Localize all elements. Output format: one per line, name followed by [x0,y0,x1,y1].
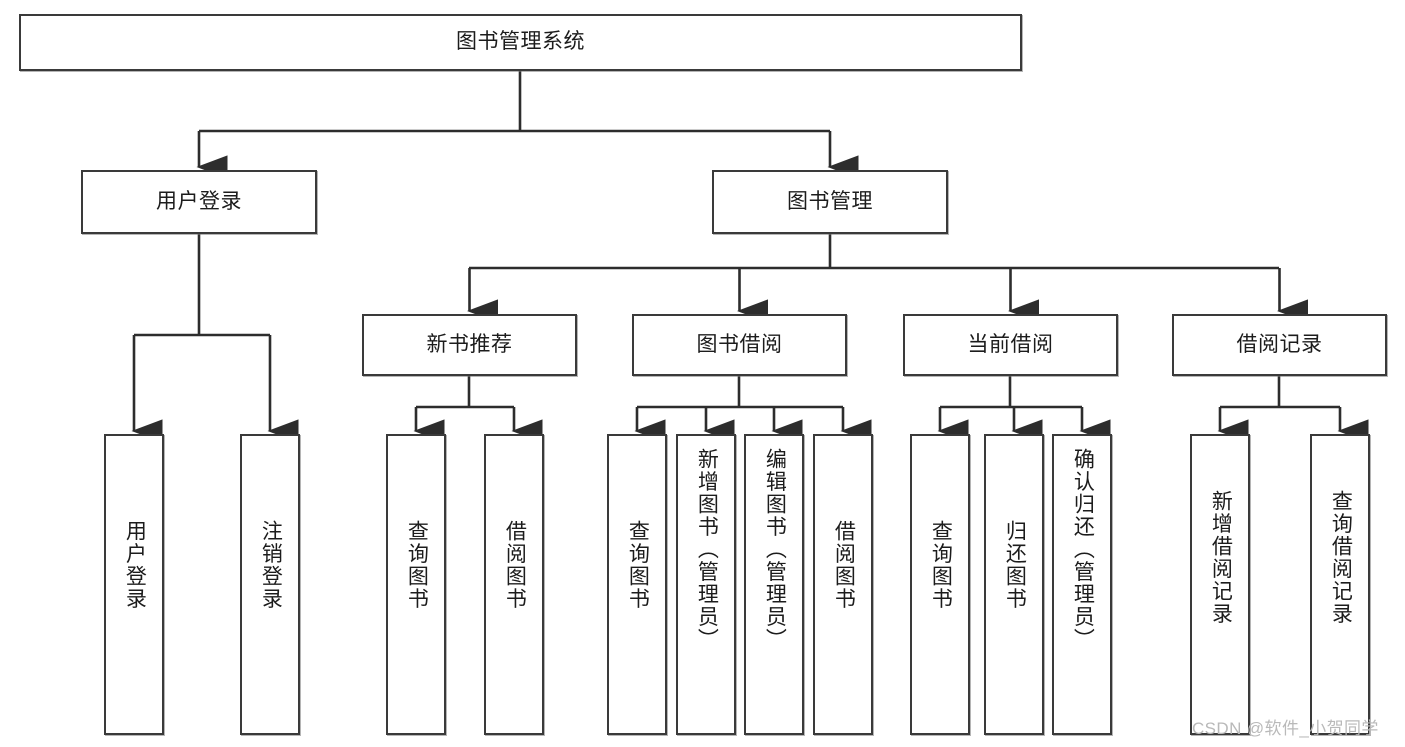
node-leaf-query-book-3[interactable]: 查询图书 [910,434,970,735]
node-borrow-record[interactable]: 借阅记录 [1172,314,1387,376]
node-leaf-query-book-2[interactable]: 查询图书 [607,434,667,735]
edge-lines [131,71,1369,443]
node-label: 图书借阅 [696,332,783,356]
node-leaf-logout[interactable]: 注销登录 [240,434,300,735]
node-leaf-borrow-book-1[interactable]: 借阅图书 [484,434,544,735]
node-leaf-query-book-1[interactable]: 查询图书 [386,434,446,735]
node-leaf-return-book[interactable]: 归还图书 [984,434,1044,735]
node-label: 归还图书 [1003,520,1027,610]
node-label: 图书管理 [787,189,873,213]
node-label: 注销登录 [259,520,283,610]
node-leaf-user-login[interactable]: 用户登录 [104,434,164,735]
node-leaf-add-book[interactable]: 新增图书（管理员） [676,434,736,735]
node-book-borrow[interactable]: 图书借阅 [632,314,847,376]
node-label: 编辑图书（管理员） [763,448,787,651]
node-user-login[interactable]: 用户登录 [81,170,317,234]
node-label: 新书推荐 [426,332,513,356]
node-label: 新增借阅记录 [1209,490,1233,625]
node-root[interactable]: 图书管理系统 [19,14,1022,71]
node-new-book-rec[interactable]: 新书推荐 [362,314,577,376]
node-label: 借阅图书 [503,520,527,610]
node-leaf-edit-book[interactable]: 编辑图书（管理员） [744,434,804,735]
node-label: 用户登录 [123,520,147,610]
node-leaf-borrow-book-2[interactable]: 借阅图书 [813,434,873,735]
node-label: 借阅图书 [832,520,856,610]
node-leaf-add-record[interactable]: 新增借阅记录 [1190,434,1250,735]
node-label: 用户登录 [156,189,242,213]
node-leaf-confirm-return[interactable]: 确认归还（管理员） [1052,434,1112,735]
node-label: 查询图书 [405,520,429,610]
node-label: 借阅记录 [1236,332,1323,356]
node-label: 查询图书 [626,520,650,610]
node-label: 确认归还（管理员） [1071,448,1095,651]
node-label: 查询借阅记录 [1329,490,1353,625]
node-label: 新增图书（管理员） [695,448,719,651]
node-label: 图书管理系统 [456,30,585,54]
node-book-manage[interactable]: 图书管理 [712,170,948,234]
node-leaf-query-record[interactable]: 查询借阅记录 [1310,434,1370,735]
node-current-borrow[interactable]: 当前借阅 [903,314,1118,376]
node-label: 当前借阅 [967,332,1054,356]
node-label: 查询图书 [929,520,953,610]
